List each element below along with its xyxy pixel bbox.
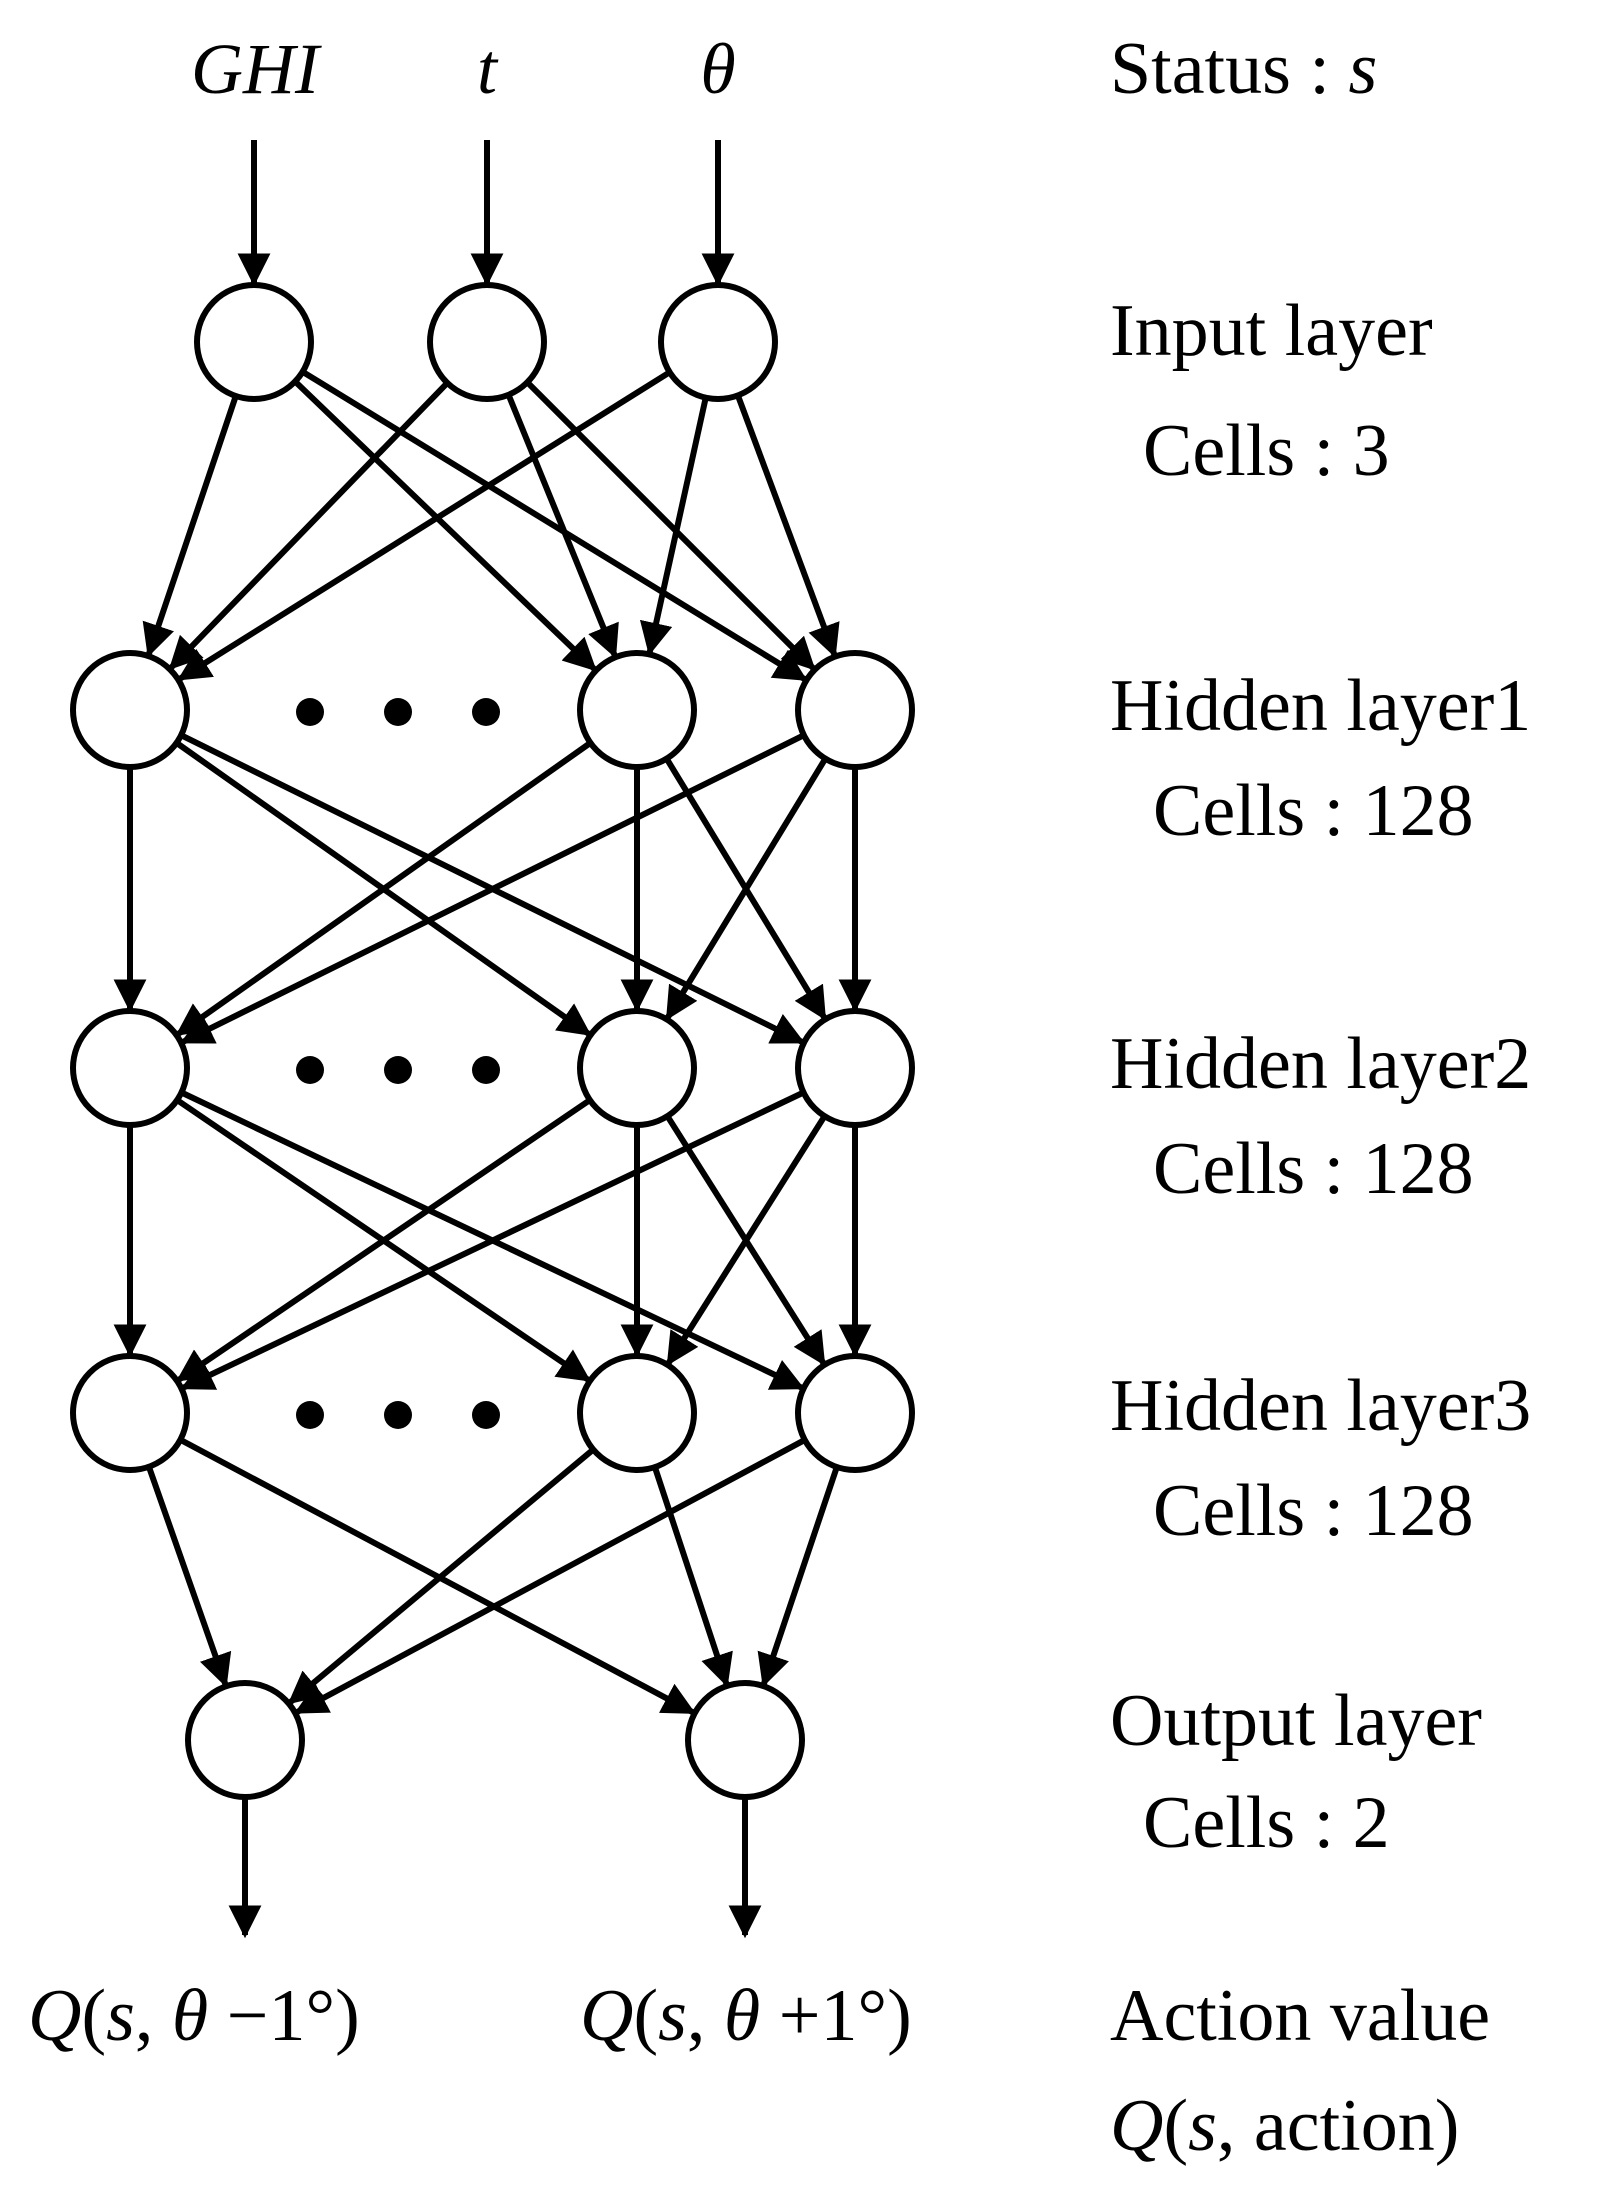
hidden2-node-2 <box>795 1008 915 1128</box>
output-label-left: Q(s, θ −1°) <box>28 1975 360 2057</box>
status-prefix: Status : <box>1110 28 1348 110</box>
ellipsis-dot-2-1 <box>384 1056 412 1084</box>
paren: ( <box>633 1975 658 2057</box>
connection-arrow-0-0-0 <box>142 395 239 658</box>
input-node-2 <box>658 282 778 402</box>
output-node-1 <box>685 1680 805 1800</box>
state-symbol: s <box>106 1975 135 2057</box>
connection-arrow-2-1-0 <box>176 1097 592 1383</box>
hidden1-node-1 <box>577 650 697 770</box>
state-symbol: s <box>658 1975 687 2057</box>
ellipsis-dot-3-2 <box>472 1401 500 1429</box>
connection-arrow-0-0-1 <box>293 379 597 672</box>
paren: ( <box>81 1975 106 2057</box>
state-symbol: s <box>1188 2085 1217 2167</box>
hidden-layer1-cells: Cells : 128 <box>1153 770 1474 852</box>
input-layer-title: Input layer <box>1110 290 1433 372</box>
hidden3-node-1 <box>577 1353 697 1473</box>
ellipsis-dot-2-2 <box>472 1056 500 1084</box>
connection-arrow-3-1-1 <box>652 1466 733 1688</box>
ellipsis-dot-1-1 <box>384 698 412 726</box>
comma: , <box>687 1975 724 2057</box>
ellipsis-dot-1-0 <box>296 698 324 726</box>
hidden-layer3-cells: Cells : 128 <box>1153 1470 1474 1552</box>
hidden-layer3-title: Hidden layer3 <box>1110 1365 1531 1447</box>
output-label-right: Q(s, θ +1°) <box>580 1975 912 2057</box>
input-label-theta: θ <box>700 29 735 109</box>
connection-arrow-1-2-0 <box>179 732 806 1045</box>
hidden2-node-1 <box>577 1008 697 1128</box>
comma: , <box>135 1975 172 2057</box>
connection-arrow-2-2-0 <box>180 1089 805 1391</box>
connection-arrow-3-2-1 <box>757 1466 840 1688</box>
input-node-0 <box>194 282 314 402</box>
output-node-0 <box>185 1680 305 1800</box>
connection-arrow-1-1-0 <box>175 740 593 1037</box>
connection-arrow-0-2-0 <box>177 369 672 682</box>
input-layer-cells: Cells : 3 <box>1143 410 1390 492</box>
input-label-t: t <box>477 29 499 109</box>
q-symbol: Q <box>1110 2085 1163 2167</box>
connection-arrow-3-2-0 <box>294 1437 807 1715</box>
connection-arrow-0-2-2 <box>735 394 840 658</box>
connection-arrows <box>113 140 872 1939</box>
hidden-layer2-cells: Cells : 128 <box>1153 1128 1474 1210</box>
hidden-layer2-title: Hidden layer2 <box>1110 1023 1531 1105</box>
hidden2-node-0 <box>70 1008 190 1128</box>
connection-arrow-0-1-1 <box>505 393 619 659</box>
connection-arrow-3-0-0 <box>146 1465 232 1688</box>
ellipsis-dot-1-2 <box>472 698 500 726</box>
q-symbol: Q <box>580 1975 633 2057</box>
connection-arrow-3-0-1 <box>178 1437 696 1715</box>
status-label: Status : s <box>1110 28 1377 110</box>
action-suffix: , action) <box>1217 2085 1459 2167</box>
action-suffix: +1°) <box>760 1975 911 2057</box>
ellipsis-dot-2-0 <box>296 1056 324 1084</box>
action-value-title: Action value <box>1110 1975 1490 2057</box>
hidden3-node-2 <box>795 1353 915 1473</box>
action-suffix: −1°) <box>208 1975 359 2057</box>
connection-arrow-0-1-2 <box>525 380 816 671</box>
connection-arrow-0-2-1 <box>639 397 709 656</box>
status-var: s <box>1348 28 1377 110</box>
connection-arrow-0-0-2 <box>301 369 808 682</box>
connection-arrow-3-1-0 <box>287 1447 596 1705</box>
ellipsis-dots <box>296 698 500 1429</box>
input-label-ghi: GHI <box>191 29 322 109</box>
output-layer-title: Output layer <box>1110 1680 1482 1762</box>
ellipsis-dot-3-1 <box>384 1401 412 1429</box>
hidden-layer1-title: Hidden layer1 <box>1110 665 1531 747</box>
action-value-formula: Q(s, action) <box>1110 2085 1459 2167</box>
connection-arrow-1-2-1 <box>665 757 828 1021</box>
input-node-1 <box>427 282 547 402</box>
connection-arrow-2-2-1 <box>665 1114 828 1366</box>
output-layer-cells: Cells : 2 <box>1143 1782 1390 1864</box>
hidden3-node-0 <box>70 1353 190 1473</box>
q-symbol: Q <box>28 1975 81 2057</box>
ellipsis-dot-3-0 <box>296 1401 324 1429</box>
neuron-nodes <box>70 282 915 1800</box>
theta-symbol: θ <box>172 1975 208 2057</box>
hidden1-node-2 <box>795 650 915 770</box>
hidden1-node-0 <box>70 650 190 770</box>
theta-symbol: θ <box>724 1975 760 2057</box>
connection-arrow-0-1-0 <box>168 380 450 671</box>
paren: ( <box>1163 2085 1188 2167</box>
